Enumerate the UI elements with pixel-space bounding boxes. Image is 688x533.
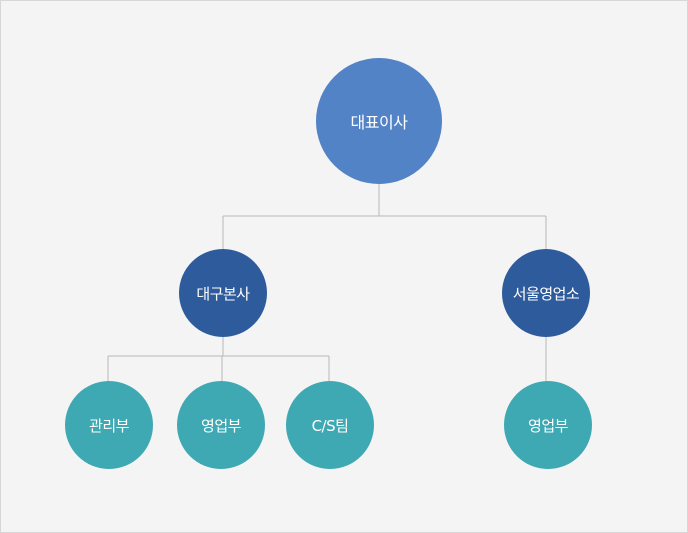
node-daegu-headquarters: 대구본사 [179,249,267,337]
node-seoul-branch: 서울영업소 [502,249,590,337]
node-admin-dept: 관리부 [65,381,153,469]
node-ceo: 대표이사 [316,58,442,184]
node-sales-dept-seoul: 영업부 [504,381,592,469]
node-sales-dept-daegu: 영업부 [177,381,265,469]
node-cs-team: C/S팀 [286,381,374,469]
